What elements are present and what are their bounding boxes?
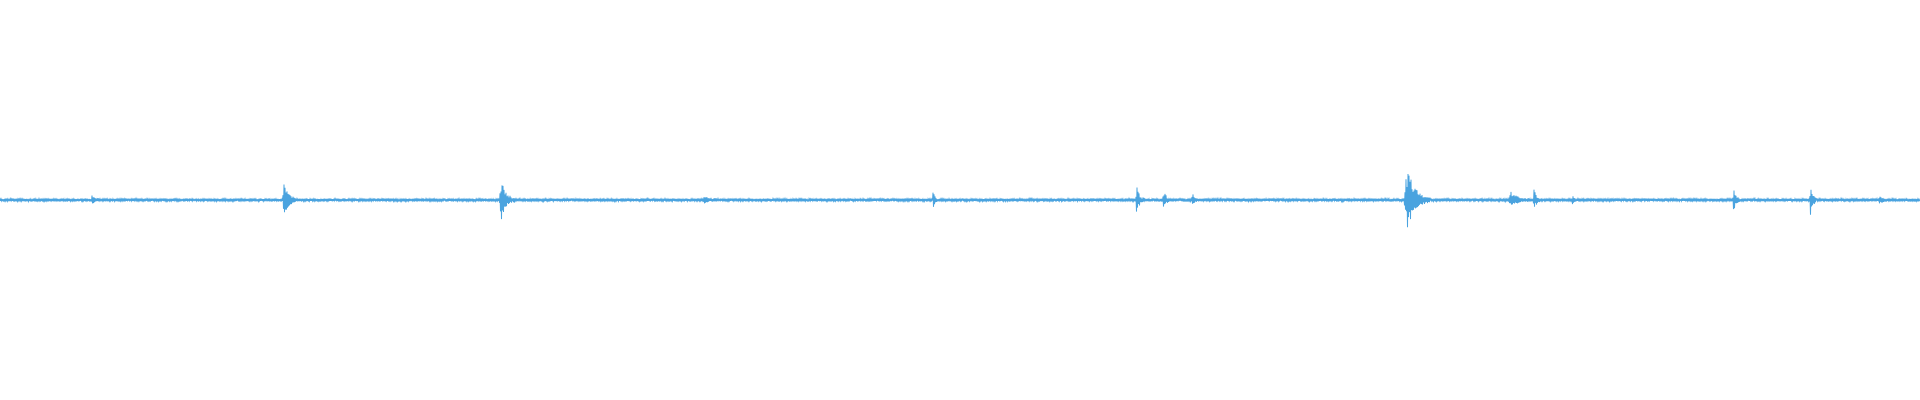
waveform-trace bbox=[0, 173, 1920, 228]
